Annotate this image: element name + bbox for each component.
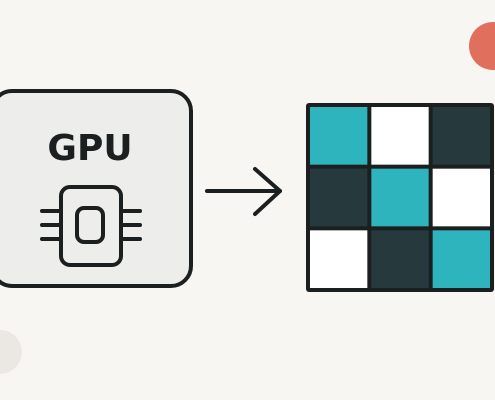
accent-dot [469, 22, 495, 70]
grid-cell-dark [432, 107, 490, 165]
grid-cell-teal [432, 230, 490, 288]
grid-cell-white [432, 168, 490, 227]
gpu-label: GPU [47, 128, 132, 169]
chip-icon [40, 185, 142, 267]
grid-cell-dark [371, 230, 429, 288]
color-grid [306, 103, 494, 292]
grid-cell-white [310, 230, 368, 288]
grid-cell-teal [371, 168, 429, 227]
arrow-right-icon [205, 167, 282, 216]
grid-cell-teal [310, 107, 368, 165]
grid-cell-white [371, 107, 429, 165]
grid-cell-dark [310, 168, 368, 227]
gpu-card: GPU [0, 89, 193, 288]
muted-dot [0, 330, 22, 374]
